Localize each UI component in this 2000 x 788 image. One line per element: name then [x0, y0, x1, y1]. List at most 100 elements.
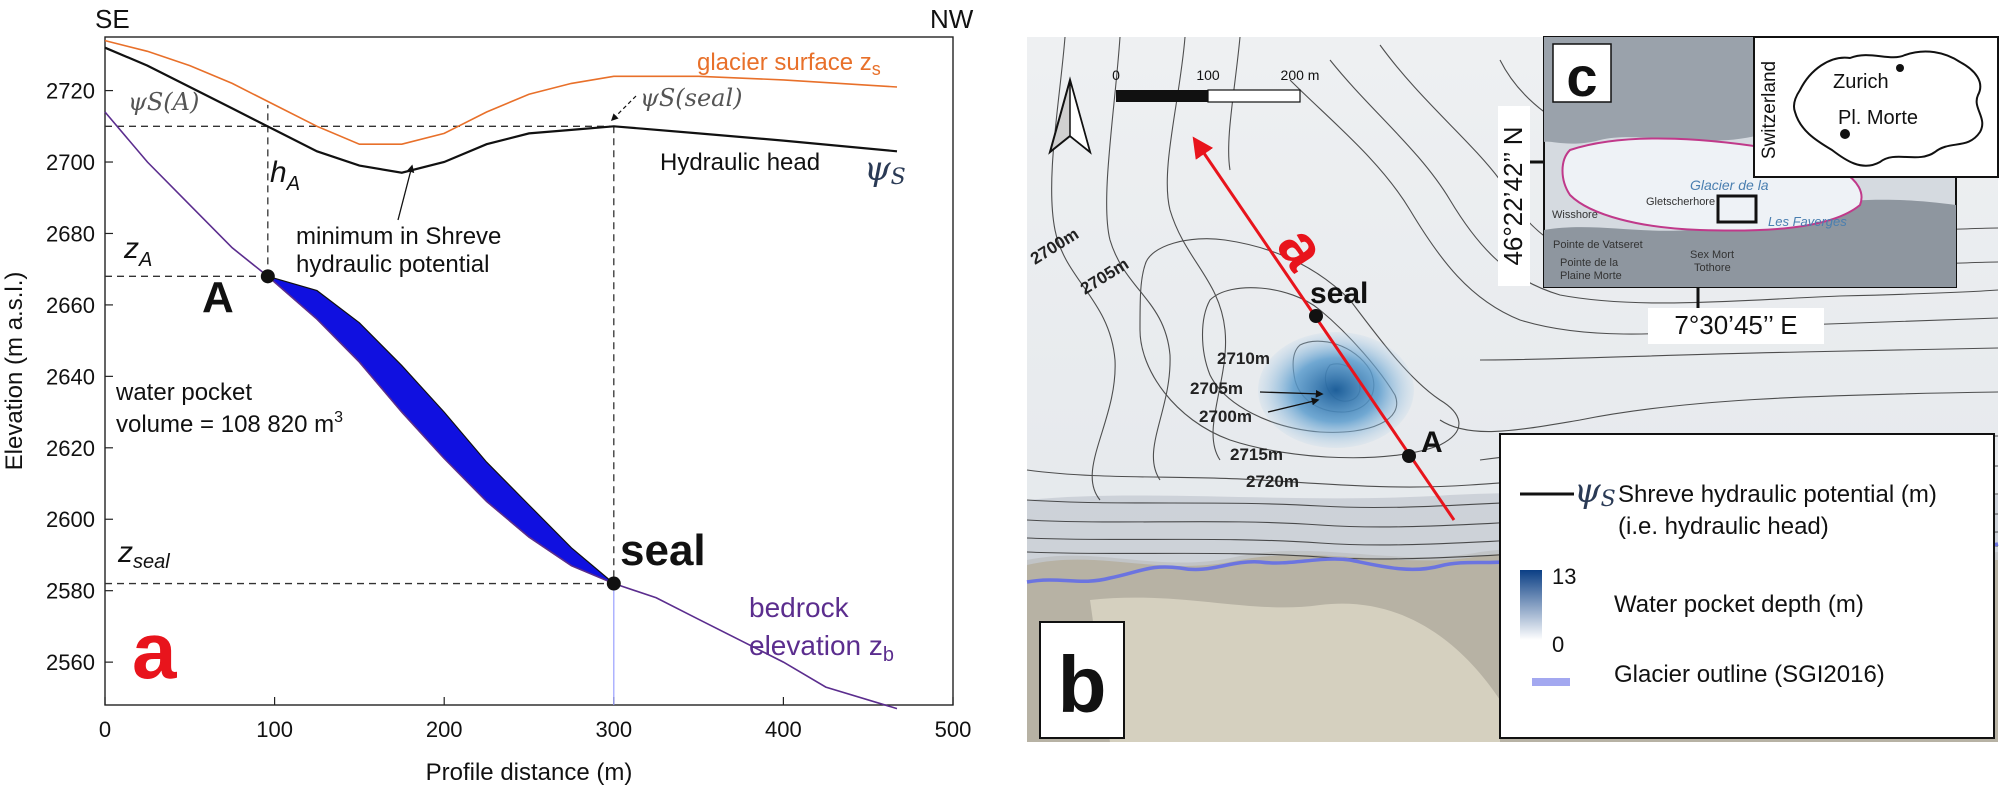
contour-label: 2715m: [1230, 445, 1283, 464]
scale-label: 0: [1112, 67, 1120, 83]
country-label: Switzerland: [1759, 61, 1780, 159]
contour-line: [1329, 59, 1999, 304]
inset-map-label: Wisshore: [1552, 209, 1598, 221]
minimum-note-line1: minimum in Shreve: [296, 223, 501, 250]
x-tick-label: 300: [595, 717, 632, 742]
legend-depth-max: 13: [1552, 564, 1576, 589]
panel-b-letter: b: [1058, 640, 1107, 729]
y-tick-label: 2680: [46, 221, 95, 246]
psi-a-label: ψS(A): [128, 88, 199, 116]
bedrock-line: [104, 111, 898, 710]
map-snow-patch: [1090, 597, 1500, 742]
legend-psi-desc-1: Shreve hydraulic potential (m): [1618, 481, 1937, 508]
x-tick-label: 400: [765, 717, 802, 742]
pocket-label-line1: water pocket: [115, 379, 252, 406]
north-arrow-half: [1069, 79, 1092, 155]
contour-label: 2710m: [1217, 349, 1270, 368]
lat-label: 46°22’42’’ N: [1498, 126, 1528, 265]
point-a-marker: [260, 269, 275, 284]
legend-depth-desc: Water pocket depth (m): [1614, 591, 1864, 618]
y-tick-label: 2720: [46, 79, 95, 104]
inset-map-label: Plaine Morte: [1560, 270, 1622, 282]
panel-b-letter-box: [1039, 621, 1125, 739]
map-point-a: [1402, 449, 1416, 463]
water-pocket-depth-map: [1258, 332, 1414, 448]
hydraulic-head-label: Hydraulic head: [660, 149, 820, 176]
z-a-label: zA: [123, 232, 152, 271]
psi-symbol-label: ψS: [864, 149, 906, 190]
pocket-label-line2: volume = 108 820 m3: [116, 409, 343, 438]
x-axis-ticks: 0 100 200 300 400 500: [99, 697, 971, 742]
y-tick-label: 2580: [46, 579, 95, 604]
scale-bar-dark: [1116, 90, 1208, 102]
contour-arrow: [1259, 389, 1324, 398]
x-axis-title: Profile distance (m): [426, 759, 633, 786]
bedrock-label-line2: elevation zb: [749, 630, 894, 666]
inset-terrain-south: [1544, 199, 1956, 287]
plot-frame: [104, 36, 954, 706]
contour-label: 2700m: [1199, 407, 1252, 426]
plmorte-label: Pl. Morte: [1838, 107, 1918, 129]
profile-points: [260, 269, 621, 591]
zurich-label: Zurich: [1833, 71, 1889, 93]
contour-label: 2720m: [1246, 472, 1299, 491]
contour-line: [1139, 238, 1460, 459]
series-lines: [104, 39, 898, 710]
zurich-marker: [1896, 64, 1904, 72]
glacier-surface-label: glacier surface zs: [697, 49, 881, 79]
map-legend: [1499, 433, 1995, 739]
map-a-label: A: [1421, 426, 1443, 459]
corner-label-se: SE: [95, 4, 130, 34]
contour-arrow: [1267, 397, 1320, 413]
inset-map-label: Sex Mort: [1690, 249, 1734, 261]
scale-label: 200 m: [1281, 67, 1320, 83]
lon-label: 7°30’45’’ E: [1674, 310, 1797, 340]
psi-seal-arrow: [610, 95, 637, 122]
h-a-label: hA: [270, 156, 300, 195]
point-a-label: A: [202, 273, 234, 322]
contour-label: 2705m: [1190, 379, 1243, 398]
x-tick-label: 500: [935, 717, 972, 742]
inset-map-label: Tothore: [1694, 262, 1731, 274]
contour-line: [1439, 391, 1999, 433]
x-tick-label: 200: [426, 717, 463, 742]
inset-map-label: Gletscherhore: [1646, 196, 1715, 208]
contour-line: [1106, 36, 1171, 481]
x-tick-label: 100: [256, 717, 293, 742]
lon-label-bg: [1648, 308, 1824, 344]
switzerland-outline: [1792, 50, 1984, 167]
legend-depth-min: 0: [1552, 632, 1564, 657]
legend-psi-desc-2: (i.e. hydraulic head): [1618, 513, 1829, 540]
y-tick-label: 2560: [46, 650, 95, 675]
contour-line: [1228, 36, 1241, 171]
y-tick-label: 2660: [46, 293, 95, 318]
inset-map-label: Pointe de Vatseret: [1553, 239, 1643, 251]
y-tick-label: 2640: [46, 364, 95, 389]
legend-outline-desc: Glacier outline (SGI2016): [1614, 661, 1885, 688]
map-seal-label: seal: [1310, 277, 1368, 310]
panel-c-inset: Gletscherhore Wisshore Glacier de la Poi…: [1498, 36, 1999, 344]
point-seal-marker: [606, 576, 621, 591]
panel-c-letter-box: [1552, 43, 1612, 103]
panel-a-letter: a: [132, 606, 177, 695]
legend-depth-colorbar: [1520, 570, 1542, 640]
reference-lines: [105, 104, 615, 705]
corner-label-nw: NW: [930, 4, 974, 34]
x-tick-label: 0: [99, 717, 111, 742]
minimum-note-line2: hydraulic potential: [296, 251, 489, 278]
bedrock-label-line1: bedrock: [749, 592, 850, 623]
z-seal-label: zseal: [117, 536, 170, 573]
psi-seal-label: ψS(seal): [640, 84, 743, 112]
inset-map-label: Glacier de la: [1690, 177, 1769, 193]
point-seal-label: seal: [620, 526, 706, 575]
y-tick-label: 2620: [46, 436, 95, 461]
inset-map-label: Les Faverges: [1768, 214, 1847, 229]
legend-psi-symbol: ψS: [1574, 471, 1616, 512]
plmorte-marker: [1840, 129, 1850, 139]
inset-map-label: Pointe de la: [1560, 257, 1619, 269]
lat-label-bg: [1498, 106, 1530, 286]
y-tick-label: 2700: [46, 150, 95, 175]
